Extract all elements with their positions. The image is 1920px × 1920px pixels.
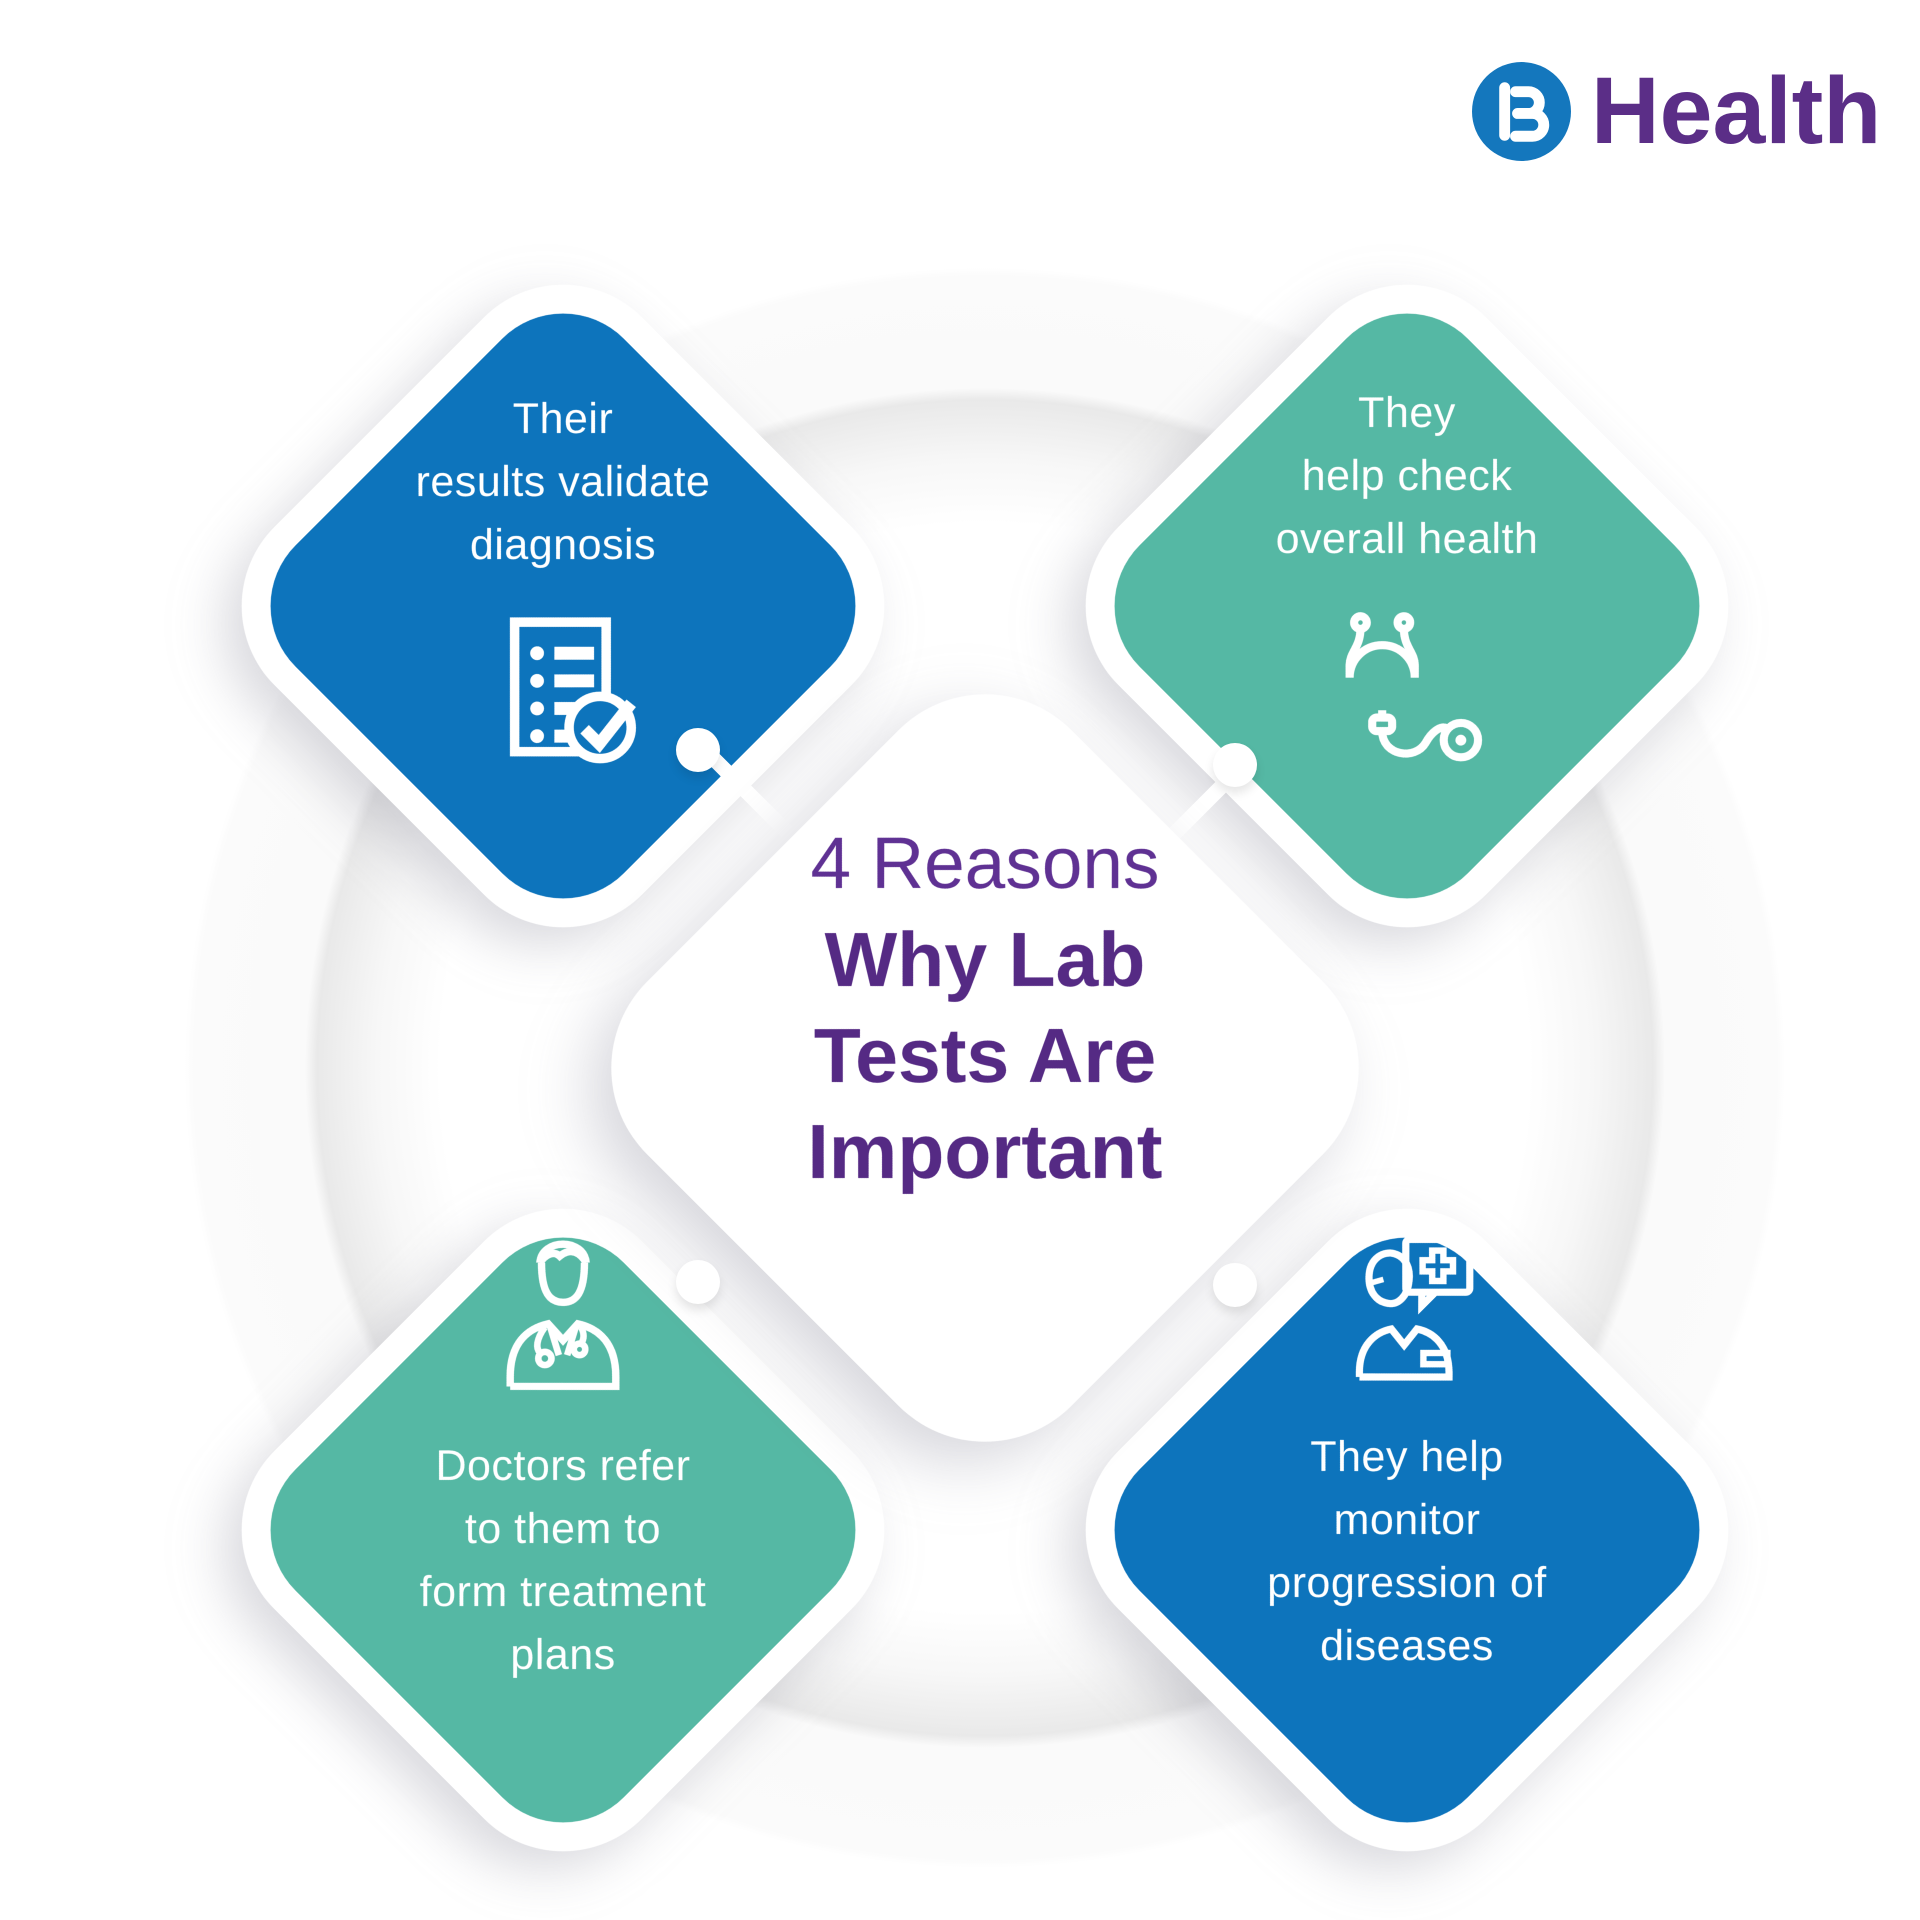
- card-results-validate-diagnosis: Their results validate diagnosis: [195, 238, 931, 974]
- title-line: Why Lab: [824, 917, 1146, 1003]
- title-line: Important: [807, 1109, 1163, 1195]
- card-text: They help check overall health: [1276, 382, 1539, 571]
- card-text-line: progression of: [1267, 1558, 1547, 1607]
- connector-dot: [676, 728, 720, 772]
- bajaj-finserv-logo-icon: [1472, 62, 1571, 161]
- card-doctors-treatment-plans: Doctors refer to them to form treatment …: [195, 1162, 931, 1898]
- center-title: 4 Reasons Why Lab Tests Are Important: [715, 798, 1255, 1338]
- card-text-line: to them to: [464, 1505, 662, 1553]
- card-text-line: Their: [512, 394, 614, 443]
- card-text-line: overall health: [1275, 514, 1539, 563]
- brand-name: Health: [1591, 58, 1882, 164]
- card-text-line: They help: [1310, 1432, 1504, 1481]
- connector-dot: [1213, 1263, 1257, 1307]
- card-text: They help monitor progression of disease…: [1267, 1426, 1547, 1678]
- stethoscope-icon: [1326, 609, 1489, 775]
- card-text-line: diseases: [1320, 1621, 1494, 1670]
- doctor-consultation-icon: [1337, 1233, 1477, 1386]
- card-text-line: form treatment: [419, 1568, 707, 1616]
- brand-logo: Health: [1472, 62, 1881, 161]
- card-text-line: results validate: [415, 457, 711, 506]
- card-text: Their results validate diagnosis: [416, 388, 711, 577]
- card-text-line: monitor: [1333, 1495, 1481, 1544]
- doctor-icon: [497, 1223, 629, 1395]
- connector-dot: [676, 1260, 720, 1304]
- card-text-line: plans: [510, 1631, 616, 1679]
- connector-dot: [1213, 743, 1257, 787]
- card-text-line: diagnosis: [469, 520, 657, 569]
- card-text-line: help check: [1301, 451, 1513, 500]
- title-line: Tests Are: [813, 1013, 1157, 1099]
- title-line: 4 Reasons: [810, 823, 1160, 904]
- card-monitor-disease-progression: They help monitor progression of disease…: [1039, 1162, 1775, 1898]
- card-text-line: They: [1358, 388, 1456, 437]
- checklist-check-icon: [487, 615, 639, 769]
- card-text-line: Doctors refer: [435, 1442, 691, 1490]
- card-text: Doctors refer to them to form treatment …: [420, 1435, 707, 1687]
- card-check-overall-health: They help check overall health: [1039, 238, 1775, 974]
